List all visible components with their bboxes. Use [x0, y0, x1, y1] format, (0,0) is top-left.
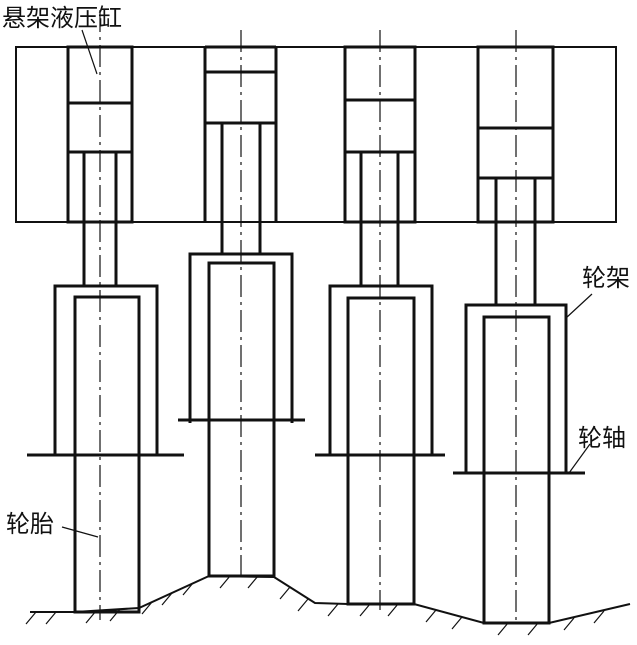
uneven-ground — [25, 574, 631, 636]
tire — [73, 453, 141, 614]
vehicle-body — [15, 46, 617, 223]
label-frame: 轮架 — [582, 264, 630, 292]
wheel-frame-inner — [482, 315, 551, 473]
suspension-unit-1 — [27, 10, 184, 620]
wheel-frame — [188, 252, 294, 423]
suspension-unit-3 — [315, 30, 445, 610]
leader-axle — [568, 443, 591, 474]
suspension-unit-2 — [178, 30, 305, 580]
cylinder-barrel — [66, 45, 134, 224]
label-cylinder: 悬架液压缸 — [2, 4, 122, 32]
cylinder-barrel — [476, 45, 555, 224]
leader-frame — [565, 293, 593, 319]
wheel-frame-inner — [207, 261, 276, 423]
suspension-unit-4 — [453, 30, 585, 625]
wheel-frame — [328, 284, 434, 455]
ground-hatching — [25, 575, 605, 636]
wheel-frame — [53, 284, 159, 455]
leader-tire — [61, 526, 99, 538]
wheel-frame — [464, 303, 568, 473]
wheel-frame-inner — [73, 295, 141, 455]
cylinder-barrel — [343, 45, 417, 224]
label-tire: 轮胎 — [6, 510, 54, 538]
ground-line — [30, 574, 631, 624]
tire — [346, 453, 416, 606]
label-axle: 轮轴 — [578, 424, 626, 452]
leader-cylinder — [81, 29, 98, 75]
wheel-frame-inner — [346, 296, 416, 455]
